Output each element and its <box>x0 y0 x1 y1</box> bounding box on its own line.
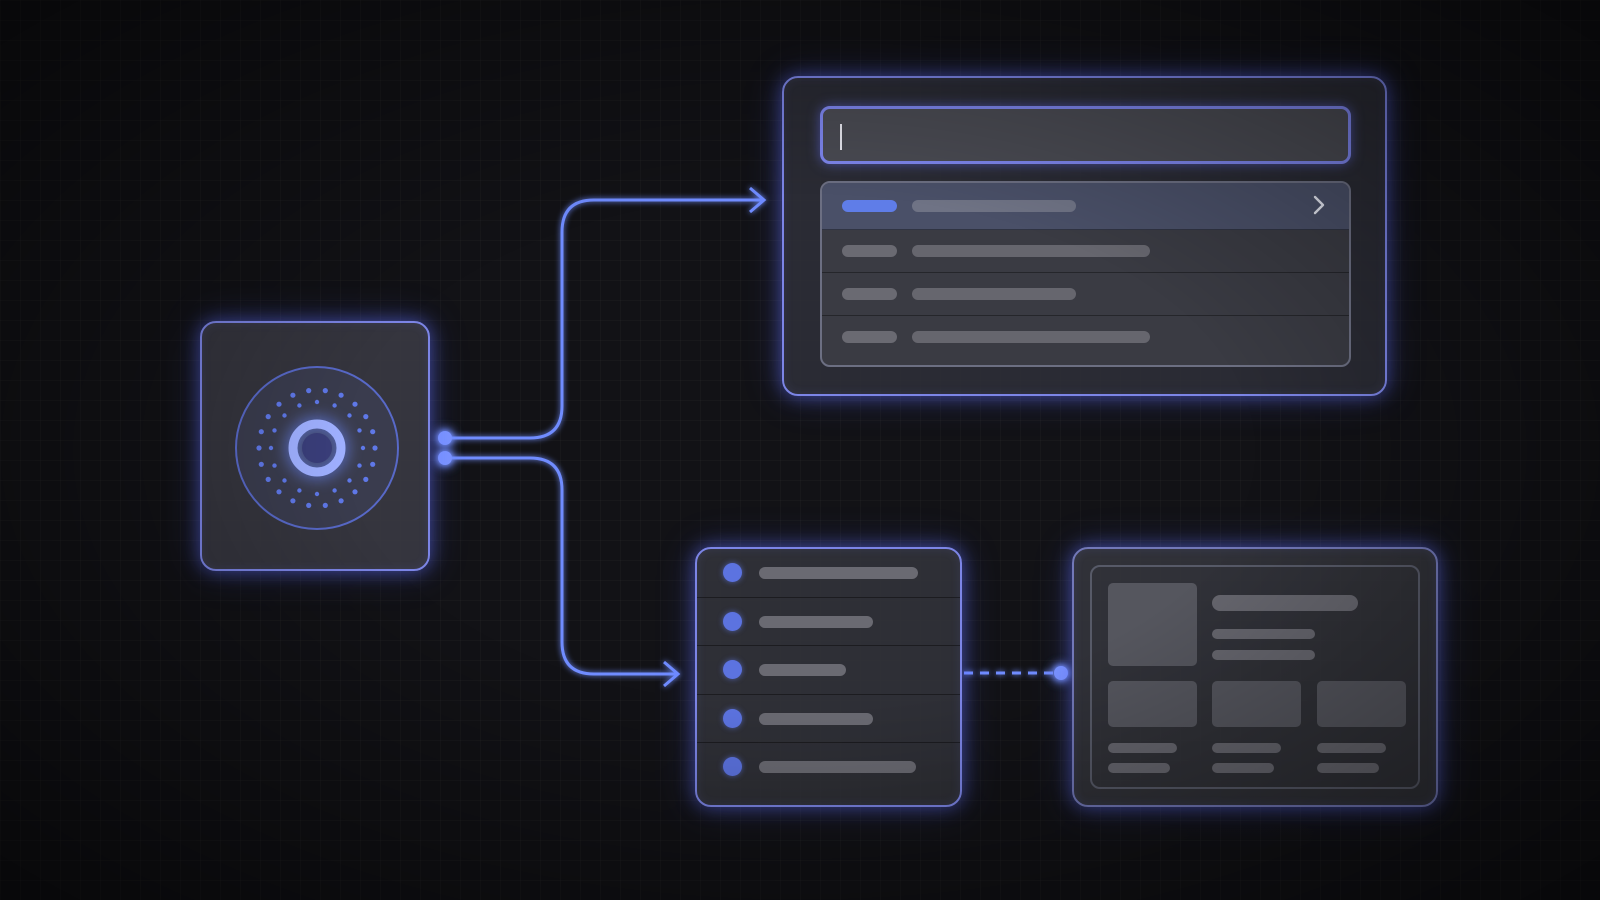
radial-dot <box>332 403 337 408</box>
result-row[interactable] <box>822 230 1349 273</box>
card-thumbnail[interactable] <box>1108 681 1197 727</box>
text-caret <box>840 124 842 150</box>
card-thumbnail[interactable] <box>1317 681 1406 727</box>
radial-dot <box>370 461 376 467</box>
bullet-dot <box>723 563 742 582</box>
radial-dot <box>265 414 271 420</box>
radial-dot <box>272 428 277 433</box>
radial-dot <box>338 498 344 504</box>
edge-source-to-search <box>445 198 762 440</box>
card-caption <box>1212 763 1274 773</box>
radial-dot <box>314 399 320 405</box>
result-row[interactable] <box>822 316 1349 358</box>
search-panel <box>782 76 1387 396</box>
radial-dot <box>338 392 344 398</box>
radial-dot <box>258 461 264 467</box>
radial-dot <box>272 463 277 468</box>
card-title <box>1212 595 1358 611</box>
radial-dot <box>276 401 282 407</box>
result-text <box>912 288 1076 300</box>
edge-source-to-list <box>445 456 676 676</box>
card-hero-thumbnail[interactable] <box>1108 583 1197 666</box>
bullet-dot <box>723 611 742 631</box>
result-text <box>912 200 1076 212</box>
result-tag <box>842 288 897 300</box>
radial-dot <box>306 388 312 394</box>
radial-dot <box>347 478 352 483</box>
radial-dot <box>276 489 282 495</box>
radial-dot <box>357 463 362 468</box>
radial-dot <box>256 445 262 451</box>
result-tag <box>842 200 897 212</box>
result-text <box>912 331 1150 343</box>
radial-dot <box>352 489 358 495</box>
radial-dot <box>258 429 264 435</box>
radial-dot <box>282 413 287 418</box>
list-panel <box>695 547 962 807</box>
result-row-selected[interactable] <box>822 183 1349 230</box>
card-caption <box>1212 743 1281 753</box>
radial-dot <box>363 476 369 482</box>
card-thumbnail[interactable] <box>1212 681 1301 727</box>
list-item[interactable] <box>697 549 960 598</box>
item-text <box>759 761 916 774</box>
card-caption <box>1108 743 1177 753</box>
port-dot-card <box>1054 666 1068 680</box>
item-text <box>759 664 846 677</box>
radial-ring-icon <box>235 366 399 530</box>
list-item[interactable] <box>697 598 960 647</box>
radial-dot <box>372 445 378 451</box>
result-text <box>912 245 1150 257</box>
radial-dot <box>322 502 328 508</box>
item-text <box>759 615 873 628</box>
item-text <box>759 567 918 579</box>
result-row[interactable] <box>822 273 1349 316</box>
radial-dot <box>306 502 312 508</box>
results-list <box>820 181 1351 367</box>
radial-dot <box>357 428 362 433</box>
card-caption <box>1317 743 1386 753</box>
card-subtitle <box>1212 629 1315 639</box>
result-tag <box>842 245 897 257</box>
result-tag <box>842 331 897 343</box>
radial-dot <box>352 401 358 407</box>
port-dot-lower <box>438 451 452 465</box>
card-panel <box>1072 547 1438 807</box>
radial-dot <box>282 478 287 483</box>
list-item[interactable] <box>697 743 960 791</box>
source-node[interactable] <box>200 321 430 571</box>
radial-dot <box>360 445 366 451</box>
radial-dot <box>314 491 320 497</box>
card-caption <box>1317 763 1379 773</box>
bullet-dot <box>723 757 742 777</box>
radial-dot <box>347 413 352 418</box>
radial-dot <box>297 488 302 493</box>
radial-dot <box>268 445 274 451</box>
card-caption <box>1108 763 1170 773</box>
list-item[interactable] <box>697 695 960 744</box>
radial-dot <box>332 488 337 493</box>
item-text <box>759 712 873 725</box>
radial-dot <box>322 388 328 394</box>
radial-dot <box>363 414 369 420</box>
radial-dot <box>290 498 296 504</box>
radial-dot <box>370 429 376 435</box>
card-subtitle <box>1212 650 1315 660</box>
chevron-right-icon <box>1313 195 1325 215</box>
bullet-dot <box>723 660 742 680</box>
radial-dot <box>265 476 271 482</box>
radial-dot <box>290 392 296 398</box>
list-item[interactable] <box>697 646 960 695</box>
port-dot-upper <box>438 431 452 445</box>
search-input[interactable] <box>820 106 1351 164</box>
bullet-dot <box>723 708 742 728</box>
card-frame <box>1090 565 1420 789</box>
radial-dot <box>297 403 302 408</box>
